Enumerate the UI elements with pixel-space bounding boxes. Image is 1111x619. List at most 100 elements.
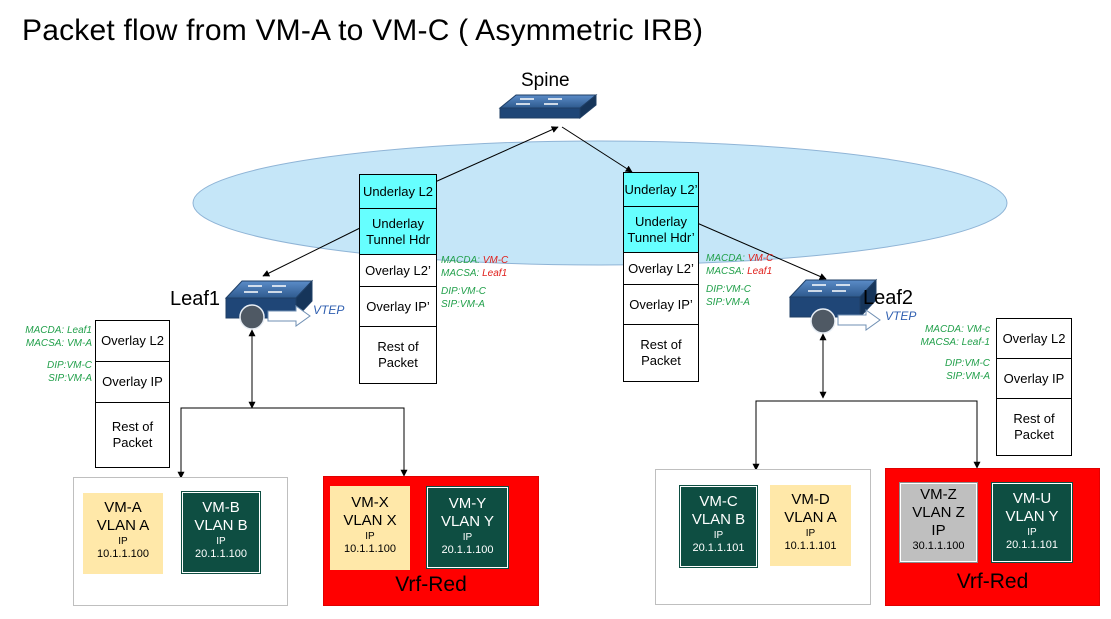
- packet-field: Overlay L2: [96, 321, 169, 362]
- vm-ip: 20.1.1.100: [441, 544, 494, 556]
- annotation-sip: SIP:VM-A: [441, 299, 485, 310]
- vm-vlan: VLAN Z: [912, 504, 965, 521]
- vm-name: VM-D: [791, 491, 830, 508]
- annotation-dip: DIP:VM-C: [441, 286, 486, 297]
- vm-vlan: VLAN Y: [1005, 508, 1059, 525]
- annotation-key: MACDA:: [924, 324, 964, 335]
- annotation-key: MACDA:: [706, 253, 745, 264]
- annotation-key: MACSA:: [920, 337, 959, 348]
- leaf2-vtep-label: VTEP: [885, 309, 917, 323]
- vm-name: VM-U: [1012, 490, 1052, 507]
- annotation-value: Leaf1: [482, 268, 508, 279]
- vm-card[interactable]: VM-D VLAN A IP 10.1.1.101: [770, 485, 851, 566]
- annotation-value: VM-C: [747, 253, 774, 264]
- vm-ip-label: IP: [216, 536, 226, 547]
- annotation-key: MACSA:: [706, 266, 745, 277]
- vm-ip: 10.1.1.100: [344, 543, 396, 555]
- annotation-value: Leaf1: [66, 325, 92, 336]
- vm-ip-label: IP: [1027, 527, 1037, 538]
- packet-leaf1-tunnel: Underlay L2 Underlay Tunnel Hdr Overlay …: [359, 174, 437, 384]
- vm-vlan: VLAN A: [96, 517, 150, 534]
- annotation-dip: DIP:VM-C: [47, 360, 92, 371]
- vm-ip-label: IP: [365, 531, 375, 542]
- annotation-sip: SIP:VM-A: [946, 371, 990, 382]
- leaf1-vtep-label: VTEP: [313, 303, 345, 317]
- vm-card[interactable]: VM-X VLAN X IP 10.1.1.100: [330, 486, 410, 570]
- annotation-value: VM-C: [482, 255, 509, 266]
- vm-ip: 20.1.1.101: [692, 542, 745, 554]
- spine-label: Spine: [521, 70, 570, 91]
- packet-field: Overlay IP: [997, 359, 1071, 399]
- packet-field: Rest of Packet: [640, 337, 682, 368]
- vm-card[interactable]: VM-Y VLAN Y IP 20.1.1.100: [426, 486, 509, 569]
- annotation-key: MACDA:: [25, 325, 65, 336]
- leaf2-label: Leaf2: [863, 287, 914, 309]
- leaf1-bus: [180, 407, 405, 478]
- vm-name: VM-X: [351, 494, 389, 511]
- packet-field: Overlay L2’: [360, 255, 436, 287]
- annotation-leaf1-local: MACDA: Leaf1 MACSA: VM-A DIP:VM-C SIP:VM…: [4, 324, 92, 385]
- vm-card[interactable]: VM-B VLAN B IP 20.1.1.100: [181, 491, 261, 574]
- vm-vlan: VLAN Y: [440, 513, 495, 530]
- vm-ip-label: IP: [118, 536, 128, 547]
- leaf1-switch-icon: [224, 279, 314, 330]
- vm-name: VM-Y: [448, 495, 487, 512]
- packet-field: Overlay L2’: [624, 253, 698, 285]
- vm-card[interactable]: VM-A VLAN A IP 10.1.1.100: [83, 493, 163, 574]
- vm-ip: 10.1.1.100: [97, 548, 149, 560]
- annotation-key: MACSA:: [25, 338, 65, 349]
- annotation-dip: DIP:VM-C: [706, 284, 751, 295]
- vm-ip: 20.1.1.101: [1006, 539, 1058, 551]
- annotation-value: VM-A: [67, 338, 92, 349]
- vm-ip: 10.1.1.101: [784, 540, 837, 552]
- annotation-sip: SIP:VM-A: [706, 297, 750, 308]
- vm-ip-label: IP: [713, 530, 724, 541]
- leaf2-switch-icon: [788, 278, 881, 334]
- vm-vlan: VLAN B: [194, 517, 248, 534]
- annotation-key: MACDA:: [441, 255, 480, 266]
- annotation-dip: DIP:VM-C: [945, 358, 990, 369]
- leaf1-label: Leaf1: [170, 288, 221, 310]
- packet-field: Rest of Packet: [1013, 411, 1055, 442]
- annotation-leaf1-tunnel: MACDA: VM-C MACSA: Leaf1 DIP:VM-C SIP:VM…: [441, 254, 508, 311]
- tunnel-to-leaf1-arrow: [262, 227, 361, 277]
- leaf1-to-spine-arrow: [434, 126, 559, 183]
- spine-to-leaf2-arrow: [561, 126, 633, 173]
- vm-name: VM-A: [104, 499, 142, 516]
- packet-field: Underlay L2’: [624, 173, 698, 207]
- leaf2-vrf-red-label: Vrf-Red: [956, 570, 1029, 593]
- vm-vlan: VLAN X: [343, 512, 397, 529]
- vm-name: VM-B: [202, 499, 240, 516]
- underlay-network-ellipse: [192, 140, 1008, 266]
- vm-name: VM-C: [699, 493, 738, 510]
- leaf2-bus: [755, 400, 978, 470]
- packet-leaf2-local: Overlay L2 Overlay IP Rest of Packet: [996, 318, 1072, 456]
- vm-vlan: VLAN A: [784, 509, 837, 526]
- vm-card[interactable]: VM-U VLAN Y IP 20.1.1.101: [991, 482, 1073, 563]
- vm-ip-label: IP: [462, 532, 473, 543]
- vm-ip: 20.1.1.100: [195, 548, 247, 560]
- packet-field: Rest of Packet: [377, 339, 419, 370]
- packet-field: Underlay Tunnel Hdr’: [624, 207, 698, 253]
- packet-leaf1-local: Overlay L2 Overlay IP Rest of Packet: [95, 320, 170, 468]
- vm-ip-label: IP: [931, 522, 946, 539]
- annotation-sip: SIP:VM-A: [48, 373, 92, 384]
- packet-field: Rest of Packet: [111, 419, 154, 450]
- packet-field: Underlay Tunnel Hdr: [360, 209, 436, 255]
- packet-field: Overlay L2: [997, 319, 1071, 359]
- annotation-leaf2-local: MACDA: VM-c MACSA: Leaf-1 DIP:VM-C SIP:V…: [900, 323, 990, 383]
- tunnel-to-leaf2-arrow: [696, 222, 827, 280]
- packet-field: Overlay IP’: [360, 287, 436, 327]
- annotation-value: Leaf1: [747, 266, 773, 277]
- diagram-title: Packet flow from VM-A to VM-C ( Asymmetr…: [22, 14, 704, 47]
- spine-switch-icon: [498, 93, 598, 120]
- annotation-value: VM-c: [966, 324, 990, 335]
- vm-ip: 30.1.1.100: [912, 540, 965, 552]
- packet-field: Overlay IP’: [624, 285, 698, 325]
- vm-card[interactable]: VM-C VLAN B IP 20.1.1.101: [679, 485, 758, 568]
- vm-vlan: VLAN B: [691, 511, 746, 528]
- leaf1-vrf-red-label: Vrf-Red: [395, 573, 467, 596]
- annotation-leaf2-tunnel: MACDA: VM-C MACSA: Leaf1 DIP:VM-C SIP:VM…: [706, 252, 773, 309]
- packet-leaf2-tunnel: Underlay L2’ Underlay Tunnel Hdr’ Overla…: [623, 172, 699, 382]
- vm-card[interactable]: VM-Z VLAN Z IP 30.1.1.100: [899, 482, 978, 563]
